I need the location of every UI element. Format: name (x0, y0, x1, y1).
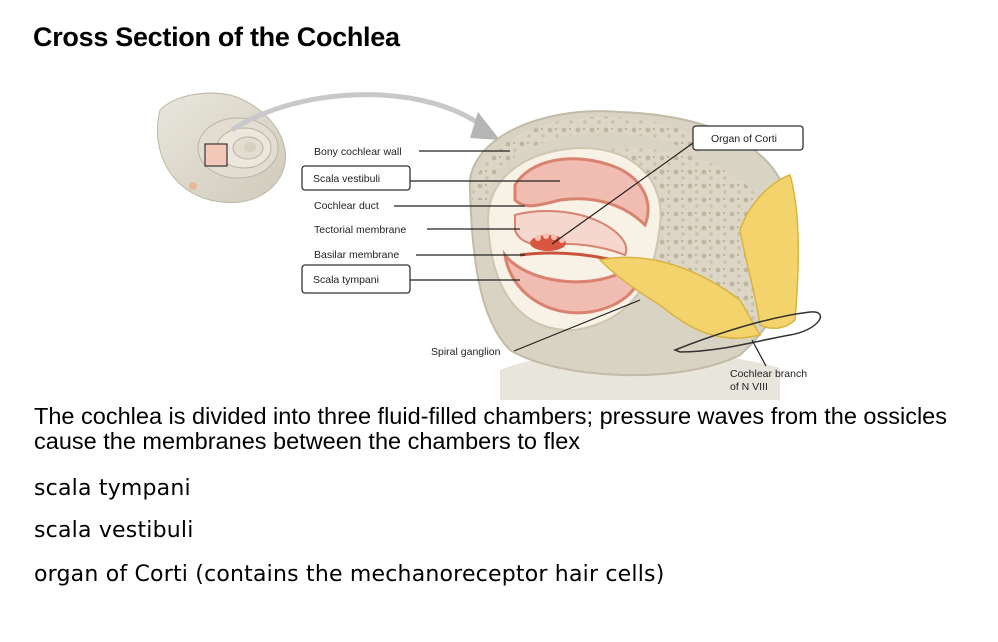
label-bony-cochlear-wall: Bony cochlear wall (314, 146, 402, 158)
term-scala-vestibuli: scala vestibuli (34, 518, 194, 543)
label-basilar-membrane: Basilar membrane (314, 249, 399, 261)
leader-lines (394, 137, 767, 367)
label-cochlear-duct: Cochlear duct (314, 200, 379, 212)
description-text: The cochlea is divided into three fluid-… (34, 403, 948, 454)
cochlea-section (468, 110, 822, 400)
label-scala-vestibuli: Scala vestibuli (313, 173, 380, 185)
label-spiral-ganglion: Spiral ganglion (431, 346, 501, 358)
cochlea-cross-section-diagram: Bony cochlear wall Scala vestibuli Cochl… (156, 92, 822, 400)
label-scala-tympani: Scala tympani (313, 274, 379, 286)
term-organ-of-corti: organ of Corti (contains the mechanorece… (34, 562, 665, 587)
label-cochlear-branch: Cochlear branch (730, 368, 807, 380)
zoom-arrow (230, 92, 492, 134)
organ-of-corti (530, 233, 566, 251)
label-tectorial-membrane: Tectorial membrane (314, 224, 406, 236)
term-scala-tympani: scala tympani (34, 476, 191, 501)
selection-box (204, 143, 228, 167)
label-organ-of-corti: Organ of Corti (711, 133, 777, 145)
organ-of-corti-box (692, 125, 804, 151)
scala-vestibuli-box (301, 165, 411, 191)
page-title: Cross Section of the Cochlea (33, 22, 400, 52)
arrow-head-icon (470, 112, 500, 140)
label-of-n-viii: of N VIII (730, 381, 768, 393)
scala-tympani-box (301, 264, 411, 294)
cochlea-shell-thumbnail (156, 92, 287, 204)
